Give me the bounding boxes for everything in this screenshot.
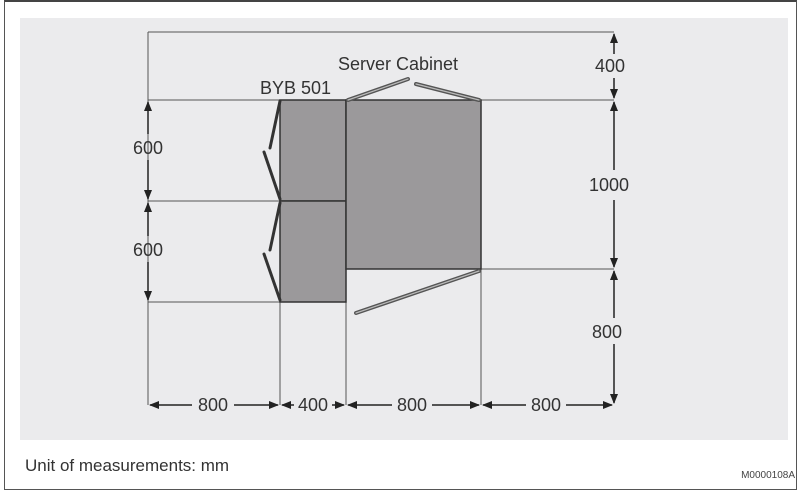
dim-byb-width: 400 <box>298 395 328 415</box>
byb-label: BYB 501 <box>260 78 331 98</box>
figure-frame <box>4 0 797 490</box>
figure-code: M0000108A <box>741 470 795 481</box>
byb-lower-door-2 <box>262 252 282 302</box>
dimension-arrows <box>144 33 618 409</box>
extension-lines <box>147 31 614 405</box>
dim-front-clearance: 800 <box>592 322 622 342</box>
byb-upper-door-1 <box>268 99 282 150</box>
dim-right-clearance: 800 <box>531 395 561 415</box>
byb-lower-door-1 <box>268 201 282 252</box>
byb-upper-door-2 <box>262 150 282 201</box>
dim-byb-upper: 600 <box>133 138 163 158</box>
server-cabinet-label: Server Cabinet <box>338 54 458 74</box>
server-cabinet <box>345 99 482 270</box>
dim-cabinet-width: 800 <box>397 395 427 415</box>
dim-byb-lower: 600 <box>133 240 163 260</box>
dim-left-clearance: 800 <box>198 395 228 415</box>
unit-note: Unit of measurements: mm <box>25 456 230 475</box>
byb-upper-unit <box>279 99 347 202</box>
dim-top-clearance: 400 <box>595 56 625 76</box>
dim-cabinet-depth: 1000 <box>589 175 629 195</box>
door-swings <box>262 99 282 302</box>
byb-lower-unit <box>279 200 347 303</box>
